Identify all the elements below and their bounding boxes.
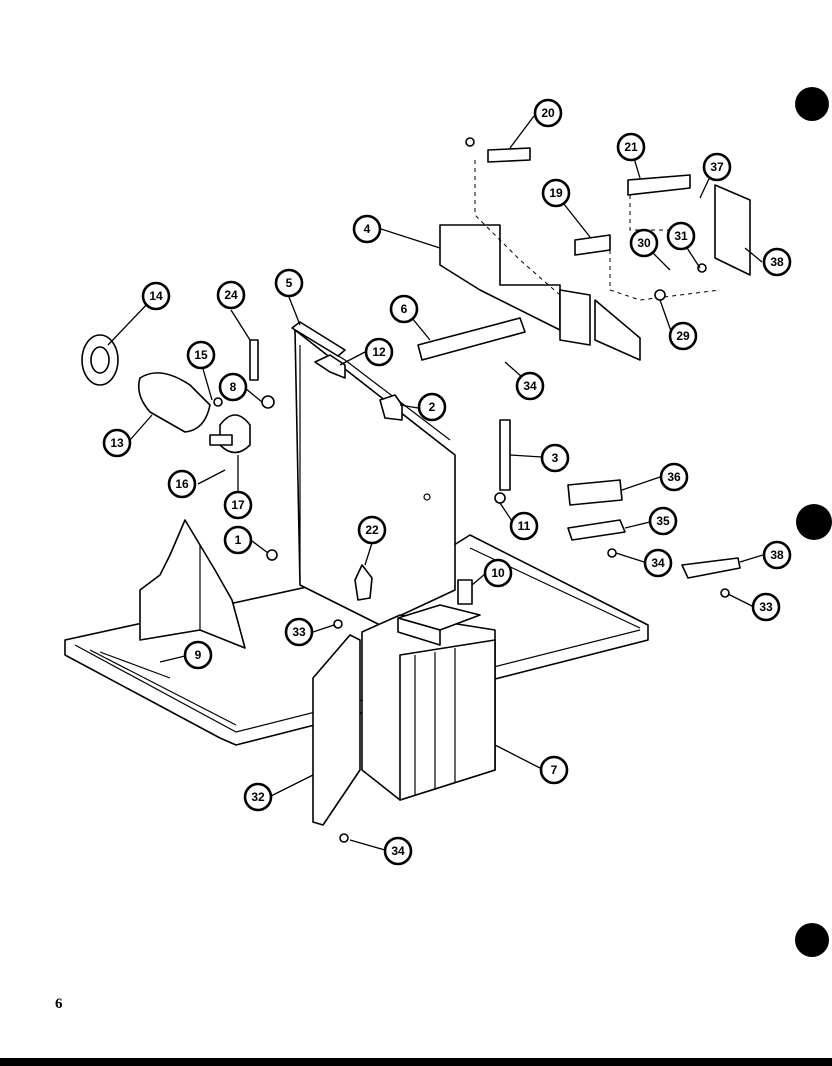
callout-3: 3 bbox=[540, 443, 570, 473]
callout-7: 7 bbox=[539, 755, 569, 785]
callout-35: 35 bbox=[648, 506, 678, 536]
callout-38-top: 38 bbox=[762, 247, 792, 277]
callout-label: 37 bbox=[710, 160, 724, 174]
callout-label: 16 bbox=[175, 477, 189, 491]
callout-label: 22 bbox=[365, 523, 379, 537]
callout-32: 32 bbox=[243, 782, 273, 812]
callout-label: 32 bbox=[251, 790, 265, 804]
left-partition bbox=[139, 519, 246, 649]
page-number: 6 bbox=[55, 996, 63, 1012]
callout-24: 24 bbox=[216, 280, 246, 310]
callout-label: 21 bbox=[624, 140, 638, 154]
callout-label: 30 bbox=[637, 236, 651, 250]
part-12-bracket bbox=[314, 354, 346, 379]
callout-13: 13 bbox=[102, 428, 132, 458]
callout-label: 9 bbox=[195, 648, 202, 662]
part-5-strip bbox=[291, 321, 346, 357]
callout-label: 4 bbox=[364, 222, 371, 236]
callout-16: 16 bbox=[167, 469, 197, 499]
callout-15: 15 bbox=[186, 340, 216, 370]
callout-8: 8 bbox=[218, 372, 248, 402]
callout-36: 36 bbox=[659, 462, 689, 492]
callout-label: 31 bbox=[674, 229, 688, 243]
callout-label: 5 bbox=[286, 276, 293, 290]
callout-label: 11 bbox=[518, 519, 531, 533]
callout-label: 34 bbox=[523, 379, 537, 393]
callout-label: 13 bbox=[110, 436, 124, 450]
callout-label: 6 bbox=[401, 302, 408, 316]
callout-label: 15 bbox=[194, 348, 208, 362]
callout-label: 8 bbox=[230, 380, 237, 394]
callout-34-a: 34 bbox=[515, 371, 545, 401]
binder-hole-middle bbox=[796, 504, 832, 540]
callout-33-b: 33 bbox=[284, 617, 314, 647]
callout-label: 33 bbox=[292, 625, 306, 639]
part-10-block bbox=[457, 579, 473, 605]
callout-34-b: 34 bbox=[643, 548, 673, 578]
callout-22: 22 bbox=[357, 515, 387, 545]
callout-label: 38 bbox=[770, 255, 784, 269]
callout-6: 6 bbox=[389, 294, 419, 324]
callout-label: 20 bbox=[541, 106, 555, 120]
part-36-plate bbox=[567, 479, 623, 506]
callout-11: 11 bbox=[509, 511, 539, 541]
binder-hole-bottom bbox=[795, 923, 829, 957]
callout-label: 35 bbox=[656, 514, 670, 528]
callout-label: 12 bbox=[372, 345, 386, 359]
part-35-board bbox=[567, 519, 626, 541]
callout-label: 33 bbox=[759, 600, 773, 614]
callout-31: 31 bbox=[666, 221, 696, 251]
callout-20: 20 bbox=[533, 98, 563, 128]
callout-9: 9 bbox=[183, 640, 213, 670]
callout-label: 38 bbox=[770, 548, 784, 562]
door-panel bbox=[312, 634, 361, 826]
callout-label: 10 bbox=[491, 566, 505, 580]
part-22-clip bbox=[354, 564, 373, 601]
callout-label: 34 bbox=[651, 556, 665, 570]
callout-label: 19 bbox=[549, 186, 563, 200]
callout-33-a: 33 bbox=[751, 592, 781, 622]
callout-21: 21 bbox=[616, 132, 646, 162]
callout-2: 2 bbox=[417, 392, 447, 422]
control-box-assembly bbox=[439, 147, 751, 361]
callout-39: 38 bbox=[762, 540, 792, 570]
callout-label: 36 bbox=[667, 470, 681, 484]
part-6-rail bbox=[417, 317, 526, 361]
callout-4: 4 bbox=[352, 214, 382, 244]
part-3-bracket bbox=[499, 419, 511, 491]
callout-30: 30 bbox=[629, 228, 659, 258]
callout-label: 2 bbox=[429, 400, 436, 414]
callout-10: 10 bbox=[483, 558, 513, 588]
callout-19: 19 bbox=[541, 178, 571, 208]
callout-label: 3 bbox=[552, 451, 559, 465]
capacitor-group bbox=[81, 334, 275, 454]
binder-hole-top bbox=[795, 87, 829, 121]
callout-label: 14 bbox=[149, 289, 163, 303]
callout-37: 37 bbox=[702, 152, 732, 182]
part-39-bracket bbox=[681, 557, 741, 579]
part-24-bracket bbox=[249, 339, 259, 381]
callout-12: 12 bbox=[364, 337, 394, 367]
callout-label: 1 bbox=[235, 533, 242, 547]
callout-1: 1 bbox=[223, 525, 253, 555]
callout-label: 34 bbox=[391, 844, 405, 858]
callout-34-c: 34 bbox=[383, 836, 413, 866]
callout-label: 17 bbox=[231, 498, 245, 512]
part-2-bracket bbox=[379, 394, 403, 421]
filter-box bbox=[361, 604, 496, 801]
callout-label: 7 bbox=[551, 763, 558, 777]
callout-5: 5 bbox=[274, 268, 304, 298]
callout-label: 29 bbox=[676, 329, 690, 343]
callout-14: 14 bbox=[141, 281, 171, 311]
callout-29: 29 bbox=[668, 321, 698, 351]
callout-label: 24 bbox=[224, 288, 238, 302]
callout-17: 17 bbox=[223, 490, 253, 520]
